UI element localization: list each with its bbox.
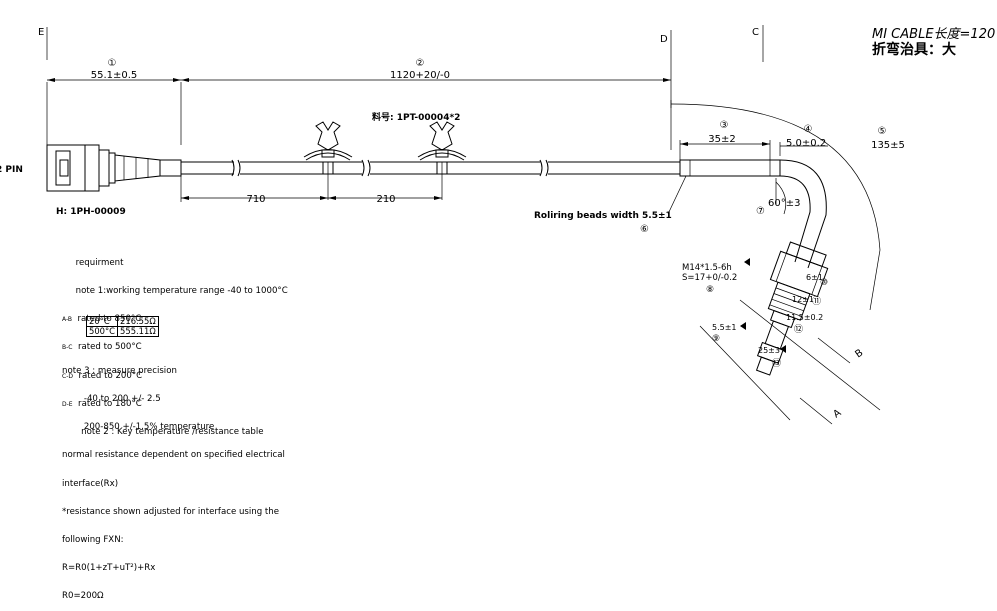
note-line: *resistance shown adjusted for interface…: [62, 506, 280, 517]
clip-1: [303, 121, 353, 200]
callout-9: ⑨: [712, 334, 720, 344]
dim-710: 710: [246, 194, 265, 205]
note-line: C-D rated to 200°C: [62, 370, 143, 381]
zone-c-label: C: [752, 27, 759, 38]
dimension-3: ③ 35±2: [679, 120, 771, 160]
callout-1: ①: [108, 58, 117, 69]
dim-6: 6±1: [806, 273, 823, 282]
rolling-beads-label: Roliring beads width 5.5±1: [534, 211, 672, 221]
dim-s17: S=17+0/-0.2: [682, 273, 737, 283]
clip-spacing: 710 210: [180, 176, 442, 205]
table-row: 500°C 555.11Ω: [85, 326, 159, 337]
dim-25: 25±3: [758, 346, 780, 355]
note-line: requirment: [75, 257, 124, 268]
fitting-callouts: M14*1.5-6h S=17+0/-0.2 ⑧ 6±1 ⑩ 12±1 ⑪ 11…: [682, 258, 828, 369]
callout-13: ⑬: [772, 358, 781, 369]
note-line: following FXN:: [62, 535, 124, 546]
angle-7: ⑦ 60°±3: [756, 178, 800, 217]
connector-part-label: H: 1PH-00009: [56, 207, 126, 217]
dim-m14: M14*1.5-6h: [682, 263, 732, 273]
dimension-2: ② 1120+20/-0: [181, 58, 672, 150]
dim-210: 210: [376, 194, 395, 205]
temp-cell: 20°C: [85, 316, 119, 327]
rolling-beads: Roliring beads width 5.5±1 ⑥: [534, 175, 687, 235]
note-line: B-C rated to 500°C: [62, 342, 142, 353]
clip-2: [417, 121, 467, 200]
table-row: 20°C 216.55Ω: [85, 316, 159, 327]
note-line: interface(Rx): [62, 478, 119, 489]
fitting-assembly: [755, 241, 829, 376]
clip-part-label: 料号: 1PT-00004*2: [372, 111, 460, 123]
callout-12: ⑫: [794, 324, 803, 335]
callout-3: ③: [720, 120, 729, 131]
dim-55-1: 55.1±0.5: [91, 70, 138, 81]
zone-d-label: D: [660, 34, 668, 45]
note-line: -40 to 200 +/- 2.5: [62, 394, 161, 405]
resistance-table: 20°C 216.55Ω 500°C 555.11Ω: [85, 316, 159, 337]
note-line: normal resistance dependent on specified…: [62, 450, 285, 461]
pin-label: 2 PIN: [0, 165, 23, 175]
note-line: D-E rated to 180°C: [62, 398, 142, 409]
note-line: R=R0(1+zT+uT²)+Rx: [62, 563, 156, 574]
technical-drawing: E D C B A MI CABLE长度=120 折弯治具：大 ① 55.1±0…: [0, 25, 995, 425]
title-note: MI CABLE长度=120 折弯治具：大: [872, 27, 995, 58]
callout-2: ②: [416, 58, 425, 69]
dimension-5: ⑤ 135±5: [670, 100, 905, 421]
temp-cell: 500°C: [85, 326, 119, 337]
dim-35: 35±2: [708, 134, 735, 145]
zone-a-label: A: [831, 407, 843, 420]
callout-6: ⑥: [640, 224, 649, 235]
bending-tool-note: 折弯治具：大: [872, 41, 956, 58]
res-cell: 216.55Ω: [117, 316, 159, 327]
note-line: note 2 : Key temperature /resistance tab…: [81, 427, 264, 438]
connector: 2 PIN H: 1PH-00009: [0, 144, 182, 217]
dim-135: 135±5: [871, 140, 905, 151]
note-line: R0=200Ω: [62, 591, 104, 602]
callout-10: ⑩: [820, 278, 828, 288]
callout-11: ⑪: [812, 296, 821, 307]
zone-e-label: E: [38, 27, 44, 38]
note-line: note 3 : measure precision: [62, 365, 177, 376]
callout-7: ⑦: [756, 206, 765, 217]
callout-8: ⑧: [706, 285, 714, 295]
note-line: note 1:working temperature range -40 to …: [75, 286, 288, 297]
dim-11-5: 11.5±0.2: [786, 313, 823, 322]
callout-4: ④: [804, 124, 813, 135]
precision-notes: note 3 : measure precision -40 to 200 +/…: [62, 348, 285, 611]
dimension-1: ① 55.1±0.5: [46, 58, 182, 150]
callout-5: ⑤: [878, 126, 887, 137]
zone-b-label: B: [853, 347, 865, 360]
cable-length-note: MI CABLE长度=120: [872, 27, 995, 42]
dim-12: 12±1: [792, 295, 814, 304]
dim-5-5: 5.5±1: [712, 323, 737, 332]
dim-1120: 1120+20/-0: [390, 70, 450, 81]
dimension-4: ④ 5.0±0.2: [779, 124, 828, 156]
dim-5-0: 5.0±0.2: [786, 138, 826, 149]
cable: [181, 159, 827, 269]
res-cell: 555.11Ω: [117, 326, 159, 337]
note-line: 200-850 +/-1.5% temperature: [62, 422, 215, 433]
dim-60: 60°±3: [768, 198, 800, 209]
zone-markers: E D C B A: [38, 25, 865, 425]
